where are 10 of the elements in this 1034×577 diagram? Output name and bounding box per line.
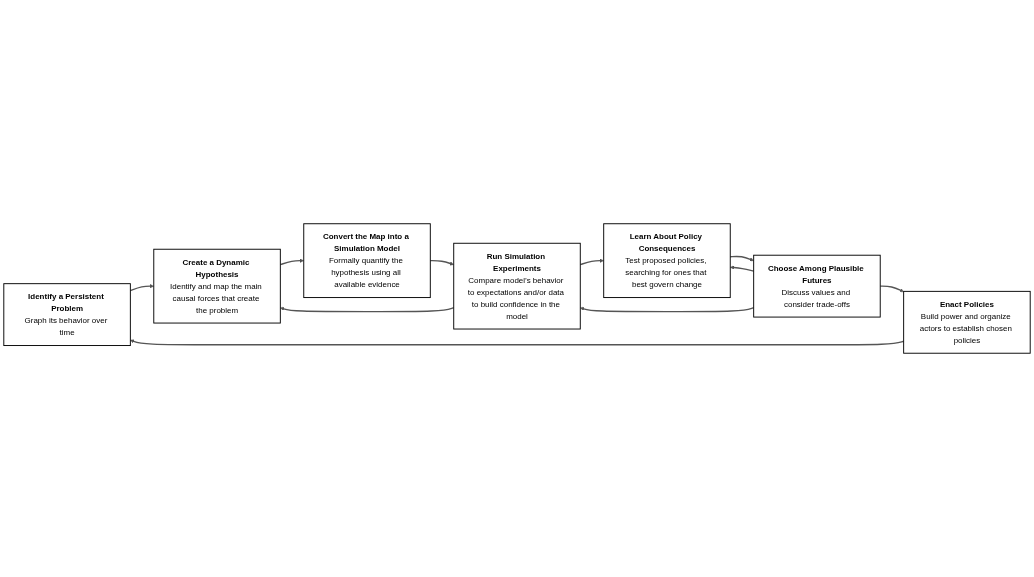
arrow <box>579 258 604 266</box>
arrow <box>580 306 755 313</box>
arrow <box>429 259 454 266</box>
arrow <box>279 258 304 266</box>
arrow <box>129 284 154 292</box>
arrow <box>280 306 455 313</box>
arrow <box>730 265 755 272</box>
arrow <box>879 285 904 293</box>
arrow <box>130 339 905 346</box>
arrow <box>729 255 754 262</box>
